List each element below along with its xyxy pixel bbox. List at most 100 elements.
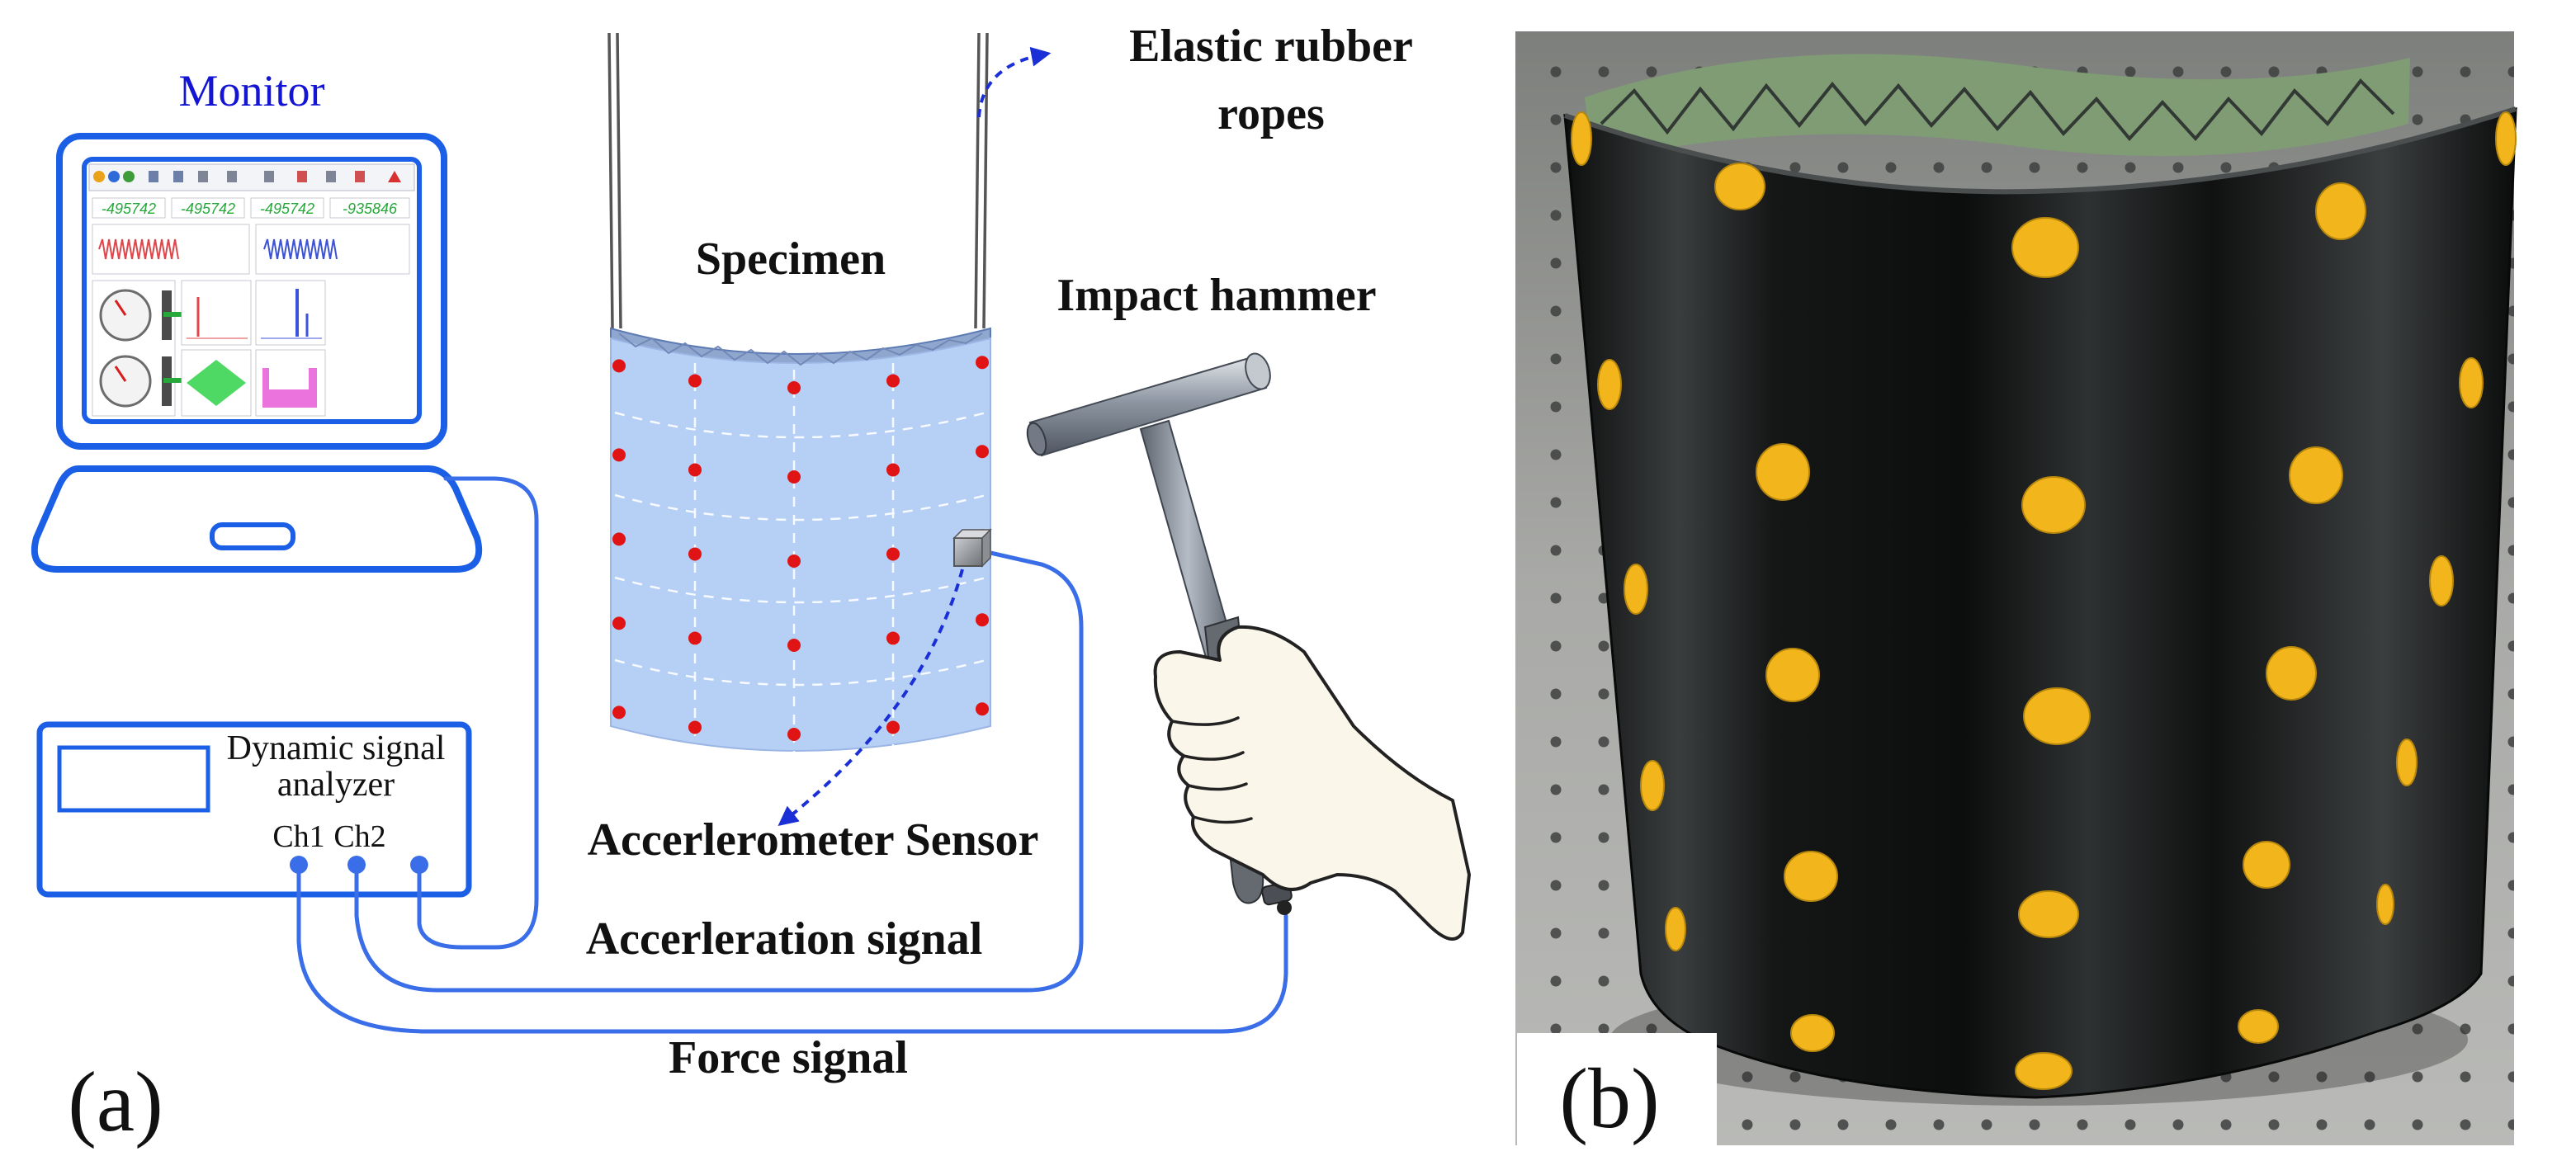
measurement-point [787,639,801,652]
inner-lattice [1585,54,2410,162]
waveform-red [98,238,179,260]
specimen-grid-lines [614,363,987,759]
accelerometer-label: Accerlerometer Sensor [588,814,1039,866]
channel-1-label: Ch1 [272,819,324,854]
waveform-strips [92,224,410,275]
target-dot [1714,163,1765,210]
cables [296,476,1288,1034]
measurement-point [787,554,801,568]
gauges [92,280,182,417]
target-dot [2015,1052,2073,1090]
panel-a: Monitor [31,21,1471,1149]
measurement-point [612,448,626,462]
measurement-point [688,463,702,477]
panel-b-label-box [1517,1033,1717,1163]
measurement-points [612,356,989,741]
channel-2-label: Ch2 [333,819,385,854]
force-signal-label: Force signal [669,1032,908,1083]
software-readouts: -495742 -495742 -495742 -935846 [92,197,410,219]
measurement-point [787,381,801,394]
ropes-annotation-arrow [977,46,1052,118]
analyzer-label-line2: analyzer [277,766,395,804]
cable-ch2-acceleration [354,550,1084,993]
laptop-base [31,465,483,573]
panel-b-photo: (b) [1515,31,2517,1163]
measurement-point [886,631,900,645]
target-dot [2238,1009,2279,1044]
ropes-label-line1: Elastic rubber [1129,21,1413,72]
ropes-label-line2: ropes [1217,88,1325,139]
hand-outline [1153,625,1471,941]
waveform-blue [263,238,338,260]
specimen-label: Specimen [696,234,886,285]
measurement-point [976,702,989,716]
measurement-point [688,631,702,645]
pink-bar-plot [262,368,317,408]
target-dot [1665,907,1686,951]
measurement-point [612,616,626,630]
target-dot [2018,890,2079,938]
specimen [610,327,991,759]
toolbar-icons [93,171,401,182]
hand [1153,625,1471,941]
measurement-point [976,356,989,370]
target-dot [2459,357,2484,408]
accelerometer-sensor [952,528,992,568]
readout-1: -495742 [102,201,156,217]
target-dot [1765,648,1820,702]
cable-analyzer-to-laptop [417,476,539,950]
measurement-point [612,532,626,546]
software-toolbar [88,163,415,191]
shell-target-dots [1571,111,2517,1090]
target-dot [2376,884,2394,925]
specimen-lattice-top [618,333,983,366]
target-dot [1624,564,1648,615]
target-dot [1571,111,1592,166]
readout-3: -495742 [260,201,314,217]
panel-b-label: (b) [1559,1051,1659,1146]
target-dot [1790,1014,1835,1052]
readout-2: -495742 [181,201,235,217]
measurement-point [886,463,900,477]
target-dot [2315,182,2366,240]
target-dot [1597,359,1622,410]
measurement-point [688,374,702,388]
impact-hammer-label: Impact hammer [1056,270,1376,321]
target-dot [2495,111,2517,166]
target-dot [1640,760,1665,811]
measurement-point [688,720,702,734]
cable-ch1-force [296,862,1288,1034]
panel-a-label: (a) [68,1055,163,1149]
analyzer-display [57,745,210,813]
spectrum-plots [181,280,326,417]
measurement-point [787,470,801,484]
target-dot [2021,476,2086,534]
measurement-point [886,374,900,388]
measurement-point [886,547,900,561]
target-dot [2023,687,2091,745]
measurement-point [612,705,626,720]
monitor: Monitor [56,66,447,450]
target-dot [2011,217,2079,278]
acceleration-signal-label: Accerleration signal [586,913,983,965]
specimen-body [610,337,991,752]
readout-4: -935846 [343,201,398,217]
measurement-point [612,359,626,373]
touchpad [210,522,295,550]
measurement-point [886,720,900,734]
shell-top-rim [1564,106,2517,195]
target-dot [1756,443,1810,501]
target-dot [2429,555,2454,606]
target-dot [2396,739,2418,786]
diamond-waveform [187,360,246,406]
measurement-point [976,445,989,459]
target-dot [2266,646,2317,701]
analyzer-label-line1: Dynamic signal [227,729,446,767]
monitor-label: Monitor [178,66,324,116]
measurement-point [787,728,801,741]
target-dot [1784,851,1838,902]
lattice-struts [1600,78,2395,142]
measurement-point [976,613,989,627]
elastic-rubber-ropes [607,32,989,329]
